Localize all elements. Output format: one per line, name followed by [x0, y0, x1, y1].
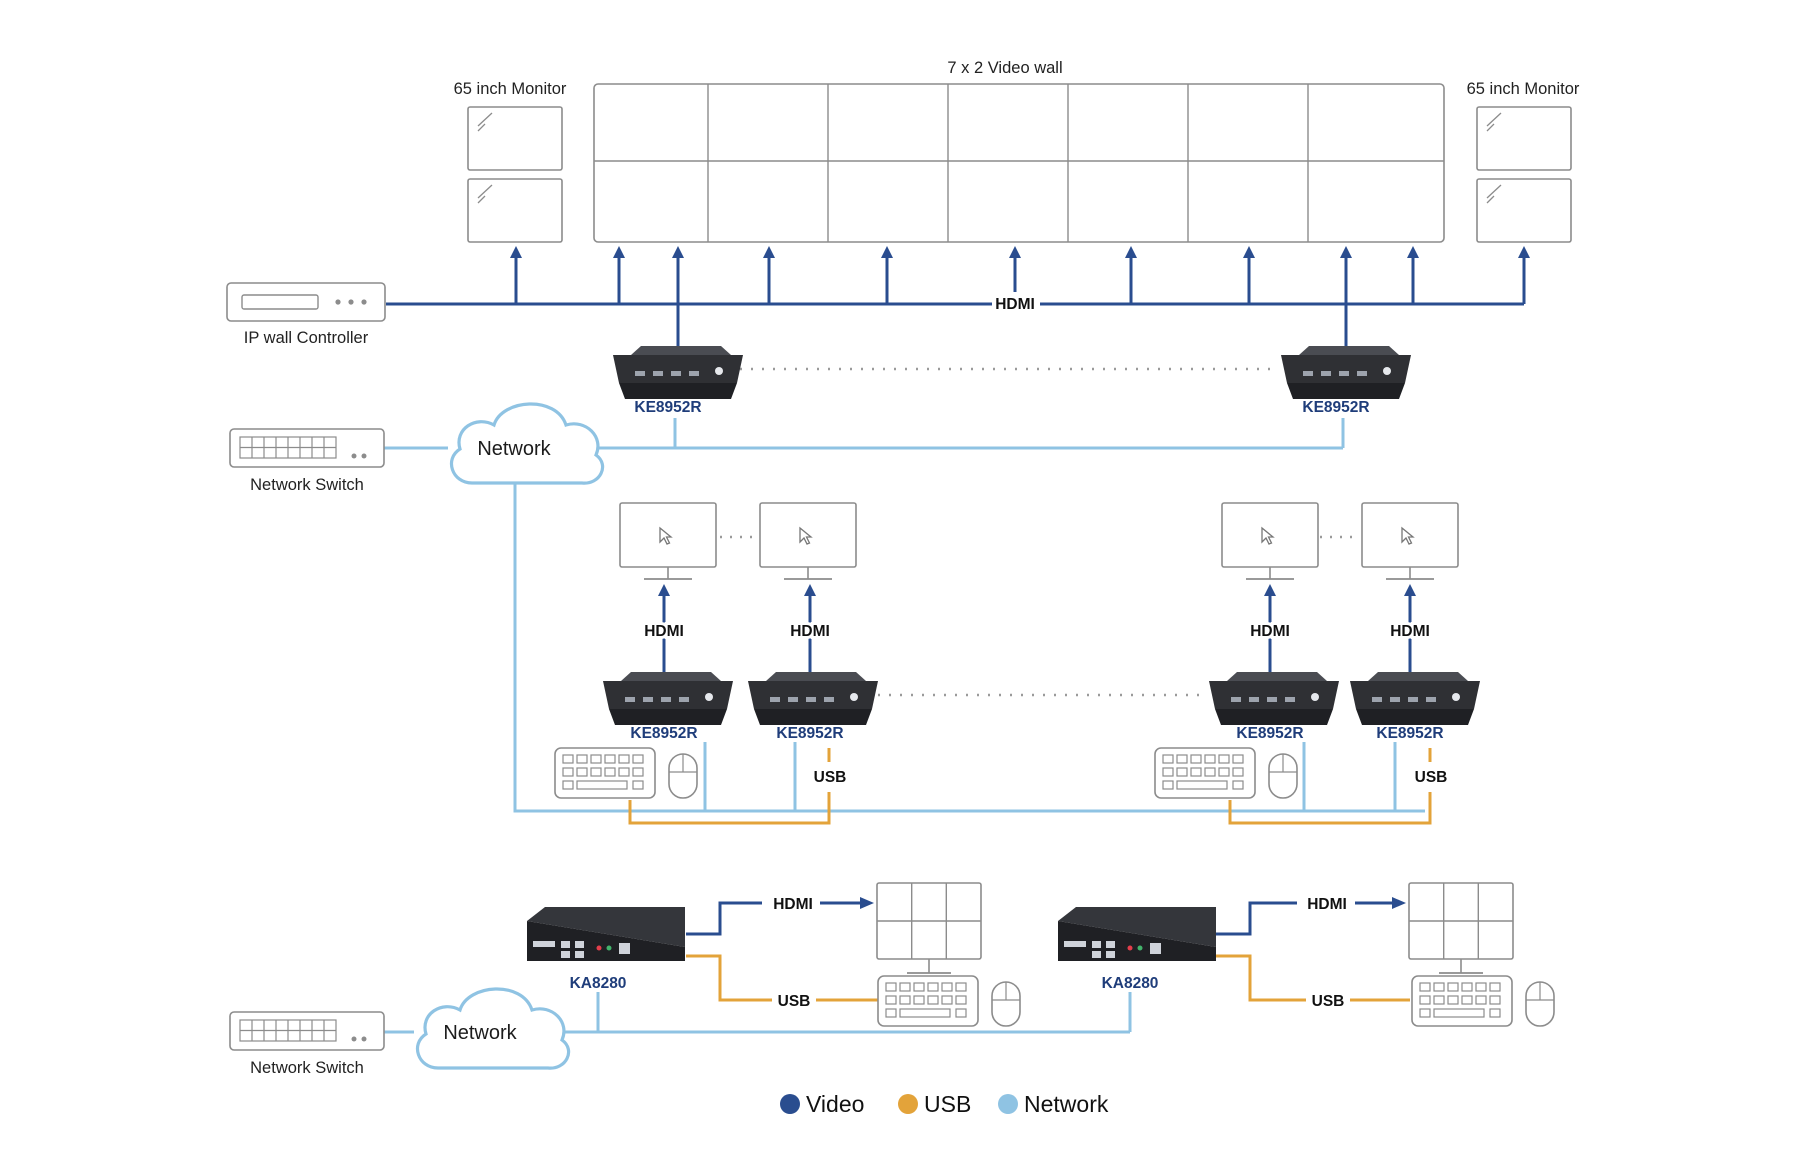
- station-usb-lines: [628, 748, 1432, 825]
- station-2-hdmi-label: HDMI: [790, 623, 830, 640]
- ka8280-section: Network Switch Network KA8280 HDMI USB K…: [229, 882, 1555, 1077]
- station-4-hdmi-label: HDMI: [1390, 623, 1430, 640]
- station-4-device-label: KE8952R: [1376, 725, 1443, 742]
- station-4-hdmi-halo: HDMI: [1390, 623, 1430, 640]
- legend: Video USB Network: [780, 1091, 1109, 1117]
- ip-wall-controller: [226, 282, 386, 322]
- ka8280-unit-2-monitor-grid: [1408, 882, 1514, 974]
- station-3-receiver: [1209, 672, 1339, 725]
- ip-wall-controller-label: IP wall Controller: [244, 329, 369, 347]
- upper-network-lines: [382, 418, 1425, 813]
- ka8280-unit-1-keyboard-mouse: [877, 975, 1021, 1027]
- station-2-monitor: [759, 502, 857, 580]
- ka8280-unit-2-hdmi-mask: [1297, 893, 1355, 913]
- station-3-hdmi-label: HDMI: [1250, 623, 1290, 640]
- video-wall-section: 7 x 2 Video wall 65 inch Monitor 65 inch…: [226, 59, 1580, 813]
- monitor-right-top: [1476, 106, 1572, 171]
- station-3-monitor: [1221, 502, 1319, 580]
- station-2: HDMI HDMI KE8952R USB: [748, 502, 878, 786]
- hdmi-bus-line: [386, 254, 1526, 346]
- station-2-hdmi-halo: HDMI: [790, 623, 830, 640]
- legend-label-video: Video: [806, 1091, 864, 1117]
- video-wall-title: 7 x 2 Video wall: [947, 59, 1062, 77]
- ke8952r-receiver-left: [613, 346, 743, 399]
- ka8280-unit-1-monitor-grid: [876, 882, 982, 974]
- network-switch-bottom-label: Network Switch: [250, 1059, 364, 1077]
- station-4-usb-label: USB: [1415, 769, 1448, 786]
- station-1-keyboard-mouse: [554, 747, 698, 799]
- video-wall: [593, 83, 1445, 243]
- network-cloud-bottom-label: Network: [443, 1022, 517, 1044]
- legend-label-usb: USB: [924, 1091, 971, 1117]
- ke8952r-receiver-right: [1281, 346, 1411, 399]
- receiver-right-label: KE8952R: [1302, 399, 1369, 416]
- station-3-device-label: KE8952R: [1236, 725, 1303, 742]
- ka8280-unit-1: KA8280 HDMI USB: [527, 882, 1021, 1027]
- station-3-keyboard-mouse: [1154, 747, 1298, 799]
- station-network-lines: [703, 742, 1397, 811]
- station-2-usb-label: USB: [814, 769, 847, 786]
- ka8280-unit-2-keyboard-mouse: [1411, 975, 1555, 1027]
- receiver-left-label: KE8952R: [634, 399, 701, 416]
- monitor-left-top: [467, 106, 563, 171]
- station-2-receiver: [748, 672, 878, 725]
- legend-label-network: Network: [1024, 1091, 1109, 1117]
- station-4-receiver: [1350, 672, 1480, 725]
- station-1-receiver: [603, 672, 733, 725]
- station-4-monitor: [1361, 502, 1459, 580]
- legend-item-video: Video: [780, 1091, 864, 1117]
- station-3: HDMI HDMI KE8952R: [1154, 502, 1339, 799]
- monitor-right-bottom: [1476, 178, 1572, 243]
- ka8280-unit-2-label: KA8280: [1102, 975, 1159, 992]
- monitor-left-label: 65 inch Monitor: [454, 80, 567, 98]
- network-switch-top: [229, 428, 385, 468]
- hdmi-bus-arrowheads: [510, 246, 1530, 258]
- monitor-right-label: 65 inch Monitor: [1467, 80, 1580, 98]
- hdmi-bus-label: HDMI: [995, 296, 1035, 313]
- legend-item-network: Network: [998, 1091, 1109, 1117]
- ka8280-unit-1-usb-mask: [772, 990, 816, 1010]
- station-1-hdmi-label: HDMI: [644, 623, 684, 640]
- monitor-left-bottom: [467, 178, 563, 243]
- ka8280-unit-1-label: KA8280: [570, 975, 627, 992]
- station-2-device-label: KE8952R: [776, 725, 843, 742]
- station-3-hdmi-halo: HDMI: [1250, 623, 1290, 640]
- ka8280-unit-1-hdmi-mask: [762, 893, 820, 913]
- ka8280-unit-2: KA8280 HDMI USB: [1058, 882, 1555, 1027]
- legend-item-usb: USB: [898, 1091, 971, 1117]
- ka8280-unit-2-hdmi-label: HDMI: [1307, 896, 1347, 913]
- ka8280-unit-1-usb-label: USB: [778, 993, 811, 1010]
- station-1-hdmi-halo: HDMI: [644, 623, 684, 640]
- station-1-device-label: KE8952R: [630, 725, 697, 742]
- station-4: HDMI HDMI KE8952R USB: [1350, 502, 1480, 786]
- ka8280-unit-2-usb-mask: [1306, 990, 1350, 1010]
- network-switch-bottom: [229, 1011, 385, 1051]
- operator-stations-section: HDMI HDMI KE8952R HDMI HDMI KE8952R USB …: [554, 502, 1480, 825]
- network-cloud-top-label: Network: [477, 438, 551, 460]
- network-switch-top-label: Network Switch: [250, 476, 364, 494]
- lower-network-lines: [382, 992, 1132, 1034]
- station-1-monitor: [619, 502, 717, 580]
- ka8280-unit-1-hdmi-label: HDMI: [773, 896, 813, 913]
- station-1: HDMI HDMI KE8952R: [554, 502, 733, 799]
- ka8280-unit-2-usb-label: USB: [1312, 993, 1345, 1010]
